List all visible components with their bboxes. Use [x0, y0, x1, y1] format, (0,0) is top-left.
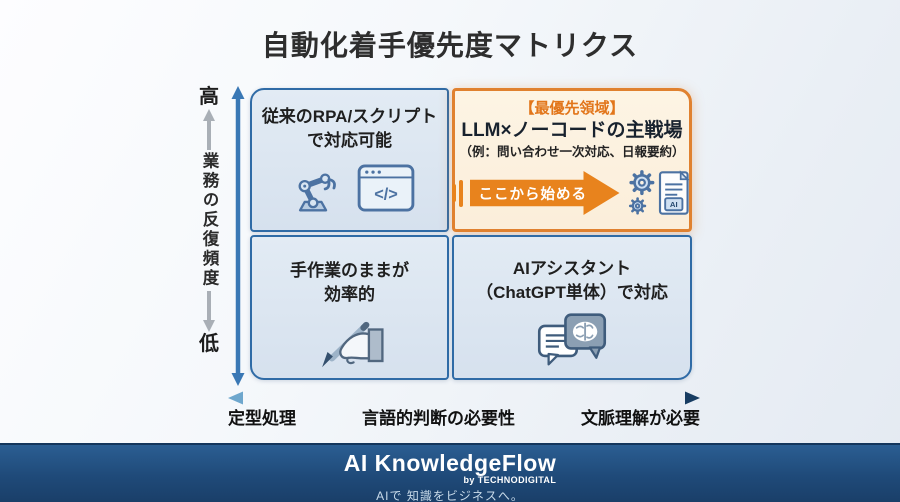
matrix-grid: 従来のRPA/スクリプト で対応可能 [250, 88, 692, 380]
arrow-up-icon [203, 109, 215, 150]
y-axis-low-label: 低 [199, 332, 219, 355]
brand-block: AI KnowledgeFlow by TECHNODIGITAL [344, 451, 556, 486]
gear-large-icon [628, 170, 654, 196]
arrow-down-icon [203, 290, 215, 332]
vertical-axis-arrow-icon [231, 86, 245, 386]
x-axis-left-label: 定型処理 [228, 409, 296, 428]
writing-hand-icon [321, 322, 384, 368]
brand-byline: by TECHNODIGITAL [463, 475, 557, 485]
gears-ai-document-icon: AI [628, 170, 690, 215]
quadrant-llm-example: （例：問い合わせ一次対応、日報要約） [459, 145, 685, 159]
x-axis-center-label: 言語的判断の必要性 [362, 409, 515, 428]
page-title: 自動化着手優先度マトリクス [261, 30, 639, 61]
chat-brain-icon [537, 313, 607, 366]
code-window-icon: </> [357, 164, 414, 212]
quadrant-llm-title: LLM×ノーコードの主戦場 [461, 120, 683, 141]
horizontal-axis-arrow-icon [228, 391, 700, 405]
quadrant-rpa-line1: 従来のRPA/スクリプト [261, 107, 438, 126]
y-axis-high-label: 高 [199, 86, 219, 108]
y-axis-label: 業務の反復頻度 [200, 152, 218, 289]
gear-small-icon [628, 197, 646, 215]
start-here-label: ここから始める [478, 186, 587, 203]
robot-arm-icon [298, 173, 336, 212]
brand-tagline: AIで 知識をビジネスへ。 [376, 489, 524, 502]
quadrant-manual-line2: 効率的 [324, 285, 375, 305]
priority-badge: 【最優先領域】 [519, 100, 625, 117]
speed-lines-icon [451, 179, 463, 207]
footer-brand-bar: AI KnowledgeFlow by TECHNODIGITAL AIで 知識… [0, 443, 900, 502]
quadrant-manual: 手作業のままが 効率的 [250, 235, 449, 380]
start-here-arrow: ここから始める [469, 171, 620, 215]
x-axis-labels: 定型処理 言語的判断の必要性 文脈理解が必要 [228, 404, 700, 429]
y-axis: 高 業務の反復頻度 低 [186, 86, 232, 386]
x-axis-right-label: 文脈理解が必要 [581, 409, 700, 428]
quadrant-rpa: 従来のRPA/スクリプト で対応可能 [250, 88, 449, 232]
brand-logo: AI KnowledgeFlow [343, 450, 557, 476]
quadrant-ai-assistant: AIアシスタント （ChatGPT単体）で対応 [452, 235, 692, 380]
quadrant-ai-line2: （ChatGPT単体）で対応 [476, 283, 668, 303]
ai-chip-label: AI [669, 200, 677, 209]
quadrant-ai-line1: AIアシスタント [512, 259, 632, 278]
code-glyph: </> [374, 186, 398, 204]
cta-row: ここから始める AI [451, 168, 693, 218]
quadrant-manual-line1: 手作業のままが [290, 261, 409, 280]
quadrant-llm-nocode: 【最優先領域】 LLM×ノーコードの主戦場 （例：問い合わせ一次対応、日報要約）… [451, 88, 693, 232]
quadrant-rpa-line2: で対応可能 [306, 131, 392, 151]
